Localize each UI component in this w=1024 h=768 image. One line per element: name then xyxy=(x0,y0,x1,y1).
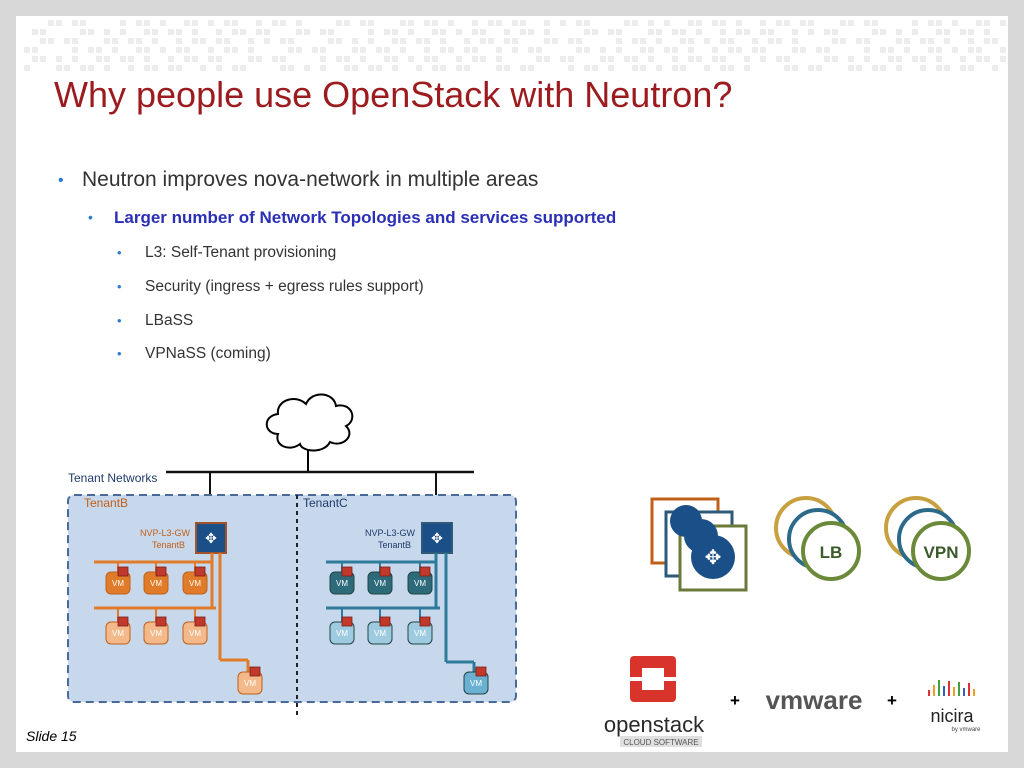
vm-icon: VM xyxy=(407,616,433,645)
svg-text:VM: VM xyxy=(374,579,386,588)
svg-text:VM: VM xyxy=(244,679,256,688)
tenantb-gw-label: NVP-L3-GW xyxy=(140,528,191,538)
plus-sign: + xyxy=(730,691,740,710)
slide-title: Why people use OpenStack with Neutron? xyxy=(54,74,733,115)
svg-text:✥: ✥ xyxy=(205,530,217,546)
svg-text:VM: VM xyxy=(414,579,426,588)
bullet-level1: Neutron improves nova-network in multipl… xyxy=(82,168,539,191)
nicira-wordmark: nicira xyxy=(930,706,974,726)
bullet-dot: • xyxy=(117,346,122,361)
nicira-subtext: by vmware xyxy=(951,727,981,733)
svg-text:VM: VM xyxy=(112,579,124,588)
svg-text:VM: VM xyxy=(414,629,426,638)
bullet-dot: • xyxy=(88,209,93,225)
svg-text:VM: VM xyxy=(150,629,162,638)
openstack-logo: openstack CLOUD SOFTWARE xyxy=(604,656,705,747)
svg-text:✥: ✥ xyxy=(705,547,722,569)
tenant-panel xyxy=(67,494,517,703)
plus-sign: + xyxy=(887,691,897,710)
bullet-dot: • xyxy=(117,245,122,260)
tenantb-router-icon xyxy=(195,522,227,554)
bullet-dot: • xyxy=(58,172,64,189)
svg-text:✥: ✥ xyxy=(431,530,443,546)
svg-text:VM: VM xyxy=(112,629,124,638)
vm-icon: VM xyxy=(182,616,208,645)
tenantc-gw-sub: TenantB xyxy=(378,540,411,550)
vpn-label: VPN xyxy=(924,543,959,562)
vm-icon: VM xyxy=(329,616,355,645)
vm-icon: VM xyxy=(329,566,355,595)
tenantc-label: TenantC xyxy=(303,496,348,510)
svg-text:VM: VM xyxy=(470,679,482,688)
bullet-level2: Larger number of Network Topologies and … xyxy=(114,208,617,227)
vm-icon: VM xyxy=(367,616,393,645)
vm-icon: VM xyxy=(407,566,433,595)
bullet-dot: • xyxy=(117,279,122,294)
svg-text:VM: VM xyxy=(374,629,386,638)
header-pattern xyxy=(24,20,1006,71)
nicira-logo: nicira by vmware xyxy=(928,680,981,733)
vm-icon: VM xyxy=(105,616,131,645)
bullet-level3: L3: Self-Tenant provisioning xyxy=(145,244,337,261)
load-balancer-icon: LB xyxy=(774,496,861,581)
slide-number: Slide 15 xyxy=(26,728,77,744)
tenant-networks-label: Tenant Networks xyxy=(68,471,157,485)
vm-icon: VM xyxy=(143,616,169,645)
cloud-icon xyxy=(265,393,354,452)
svg-text:VM: VM xyxy=(336,579,348,588)
tenantb-gw-sub: TenantB xyxy=(152,540,185,550)
tenantb-label: TenantB xyxy=(84,496,128,510)
bullet-level3: Security (ingress + egress rules support… xyxy=(145,278,424,295)
bullet-dot: • xyxy=(117,313,122,328)
router-stack-icon: ✥ xyxy=(650,497,748,592)
tenantc-gw-label: NVP-L3-GW xyxy=(365,528,416,538)
vm-icon: VM xyxy=(237,666,263,695)
vm-icon: VM xyxy=(182,566,208,595)
vm-icon: VM xyxy=(143,566,169,595)
lb-label: LB xyxy=(820,543,843,562)
vm-icon: VM xyxy=(463,666,489,695)
vmware-logo: vmware xyxy=(766,685,863,715)
svg-text:VM: VM xyxy=(336,629,348,638)
vpn-icon: VPN xyxy=(884,496,971,581)
openstack-subtext: CLOUD SOFTWARE xyxy=(623,738,698,747)
svg-text:VM: VM xyxy=(150,579,162,588)
svg-text:VM: VM xyxy=(189,629,201,638)
vm-icon: VM xyxy=(105,566,131,595)
slide: Why people use OpenStack with Neutron? •… xyxy=(16,16,1008,752)
svg-text:VM: VM xyxy=(189,579,201,588)
vm-icon: VM xyxy=(367,566,393,595)
bullet-level3: LBaSS xyxy=(145,312,194,329)
openstack-wordmark: openstack xyxy=(604,712,705,737)
bullet-level3: VPNaSS (coming) xyxy=(145,345,271,362)
network-diagram: Tenant Networks TenantB TenantC NVP-L3-G… xyxy=(67,393,981,747)
